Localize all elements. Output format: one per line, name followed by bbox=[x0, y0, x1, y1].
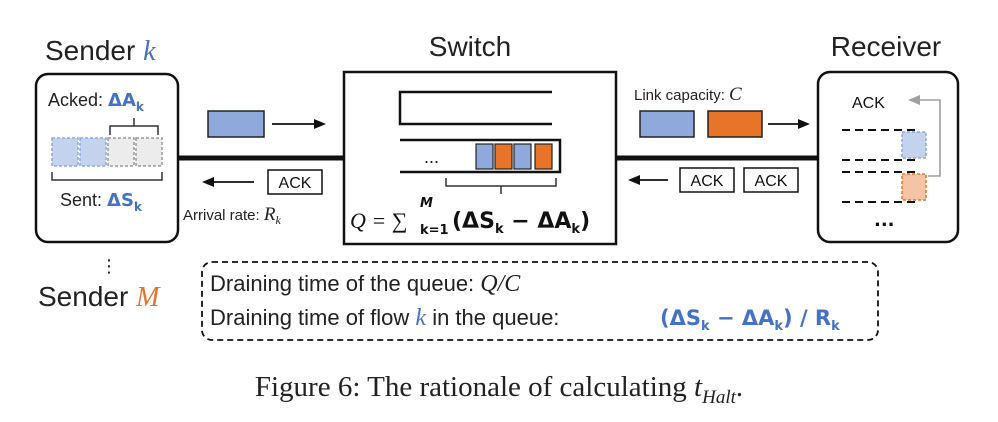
switch-box bbox=[342, 70, 618, 246]
left-ack-arrowhead bbox=[202, 177, 214, 187]
lower-queue-outline bbox=[400, 138, 562, 174]
sent-cell-1 bbox=[51, 137, 79, 167]
receiver-ack-label: ACK bbox=[852, 95, 885, 112]
right-ack-label-1: ACK bbox=[691, 173, 724, 190]
formula-body: (ΔSk − ΔAk) bbox=[452, 209, 590, 237]
queue-packet-3 bbox=[513, 143, 532, 170]
receiver-title: Receiver bbox=[831, 31, 941, 62]
sender-title: Sender k bbox=[45, 35, 156, 67]
queue-ellipsis: ... bbox=[424, 147, 439, 167]
right-ack-box-1 bbox=[679, 167, 735, 193]
right-data-arrowhead bbox=[798, 119, 810, 129]
upper-queue bbox=[398, 90, 552, 126]
sent-label: Sent: ΔSk bbox=[60, 190, 143, 214]
receiver-ack-arrowhead bbox=[908, 95, 920, 105]
receiver-blue-packet bbox=[901, 131, 927, 159]
right-ack-box-2 bbox=[743, 167, 799, 193]
link-capacity-label: Link capacity: C bbox=[634, 84, 742, 105]
formula-sum-lower: k=1 bbox=[420, 223, 449, 238]
sender-ellipsis: ⋮ bbox=[100, 256, 118, 276]
notes-line-2-formula: (ΔSk − ΔAk) / Rk bbox=[660, 306, 840, 334]
acked-bracket bbox=[109, 118, 159, 135]
right-data-packet-blue bbox=[639, 110, 695, 138]
queue-packet-2 bbox=[494, 143, 513, 170]
left-ack-label: ACK bbox=[279, 175, 312, 192]
notes-line-2: Draining time of flow k in the queue: bbox=[210, 305, 559, 331]
figure-caption: Figure 6: The rationale of calculating t… bbox=[255, 371, 743, 408]
right-ack-label-2: ACK bbox=[755, 173, 788, 190]
sender-m-title: Sender M bbox=[38, 281, 161, 313]
queue-packet-1 bbox=[475, 143, 494, 170]
queue-formula: Q = ∑ bbox=[350, 208, 407, 233]
receiver-orange-packet bbox=[901, 173, 927, 201]
queue-bracket bbox=[445, 178, 557, 194]
right-ack-arrowhead bbox=[628, 175, 640, 185]
sent-cell-3 bbox=[107, 137, 135, 167]
right-data-packet-orange bbox=[707, 110, 763, 138]
acked-label: Acked: ΔAk bbox=[48, 90, 145, 114]
formula-sum-upper: M bbox=[420, 196, 433, 211]
sent-bracket bbox=[51, 172, 163, 181]
notes-box bbox=[201, 261, 879, 341]
queue-packet-4 bbox=[534, 143, 553, 170]
arrival-rate-label: Arrival rate: Rk bbox=[183, 204, 281, 227]
receiver-ellipsis: ... bbox=[874, 210, 895, 231]
left-data-packet bbox=[207, 110, 265, 138]
receiver-ack-path bbox=[918, 99, 941, 177]
switch-title: Switch bbox=[429, 31, 511, 62]
left-ack-box bbox=[267, 169, 323, 195]
sent-cell-4 bbox=[135, 137, 163, 167]
notes-line-1: Draining time of the queue: Q/C bbox=[210, 271, 521, 297]
left-data-arrowhead bbox=[314, 119, 326, 129]
sent-cell-2 bbox=[79, 137, 107, 167]
